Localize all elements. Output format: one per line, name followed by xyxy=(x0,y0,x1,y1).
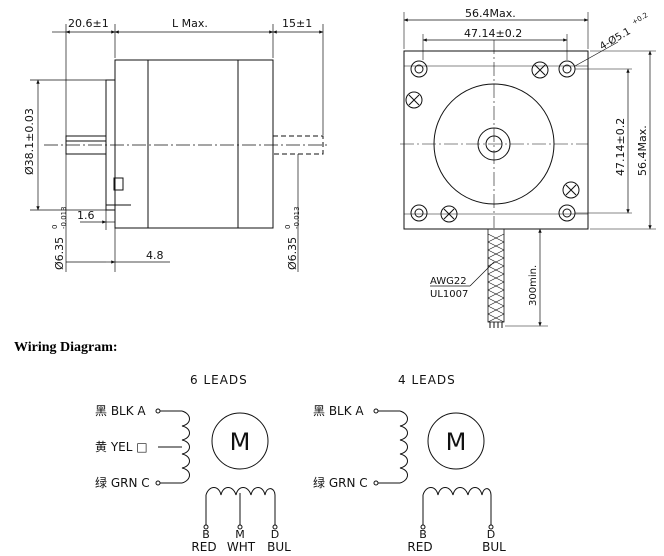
dim-flat: 4.8 xyxy=(146,249,164,262)
six-leads-color-red: RED xyxy=(191,540,216,554)
six-leads-wiring xyxy=(155,408,278,530)
six-leads-color-wht: WHT xyxy=(227,540,256,554)
holes-text: 4-Ø5.1 xyxy=(598,25,633,52)
dim-hole-spacing: 47.14±0.2 xyxy=(464,27,522,40)
four-leads-label-c: 绿 GRN C xyxy=(313,475,368,490)
rear-tol-upper: 0 xyxy=(284,225,292,229)
rear-tol-lower: -0.013 xyxy=(293,206,301,229)
six-leads-color-bul: BUL xyxy=(267,540,291,554)
side-view xyxy=(30,24,330,272)
four-leads-letter-b: B xyxy=(419,528,427,541)
holes-tol: +0.2 xyxy=(631,11,650,26)
motor-body-outline xyxy=(114,59,274,229)
dim-boss-depth: 1.6 xyxy=(77,209,95,222)
lead-length: 300min. xyxy=(528,265,539,306)
front-shaft-dia-text: Ø6.35 xyxy=(53,237,66,270)
six-leads-label-a: 黑 BLK A xyxy=(95,404,146,418)
dim-holes-callout: 4-Ø5.1 +0.2 xyxy=(598,11,650,52)
front-tol-upper: 0 xyxy=(51,225,59,229)
six-leads-motor-label: M xyxy=(230,428,251,456)
six-leads-letter-b: B xyxy=(202,528,210,541)
dim-hole-spacing-vertical: 47.14±0.2 xyxy=(614,118,627,176)
wire-spec: UL1007 xyxy=(430,289,468,300)
dim-rear-shaft: 15±1 xyxy=(282,17,312,30)
dim-front-width: 56.4Max. xyxy=(465,7,516,20)
six-leads-letter-m: M xyxy=(235,528,245,541)
rear-shaft-dia-text: Ø6.35 xyxy=(286,237,299,270)
four-leads-wiring xyxy=(373,408,494,530)
four-leads-motor-circle xyxy=(427,412,485,470)
four-leads-color-red: RED xyxy=(407,540,432,554)
dim-boss-diameter: Ø38.1±0.03 xyxy=(23,108,36,175)
four-leads-title: 4 LEADS xyxy=(398,373,456,387)
screw-heads xyxy=(405,61,580,223)
four-leads-motor-label: M xyxy=(446,428,467,456)
six-leads-motor-circle xyxy=(211,412,269,470)
wiring-diagram-heading: Wiring Diagram: xyxy=(14,340,118,355)
four-leads-letter-d: D xyxy=(487,528,495,541)
six-leads-label-yel: 黄 YEL □ xyxy=(95,440,148,454)
dim-front-shaft-dia: Ø6.35 0 -0.013 xyxy=(51,206,68,270)
four-leads-color-bul: BUL xyxy=(482,540,506,554)
dim-shaft-length: 20.6±1 xyxy=(68,17,109,30)
six-leads-label-c: 绿 GRN C xyxy=(95,475,150,490)
connector-slot xyxy=(113,177,124,191)
front-face-outline xyxy=(403,50,589,230)
dim-body-length: L Max. xyxy=(172,17,208,30)
lead-cable xyxy=(487,228,505,328)
four-leads-label-a: 黑 BLK A xyxy=(313,404,364,418)
dim-front-height: 56.4Max. xyxy=(636,125,649,176)
mounting-holes xyxy=(410,60,576,222)
six-leads-letter-d: D xyxy=(271,528,279,541)
wire-gauge: AWG22 xyxy=(430,276,467,287)
front-view xyxy=(400,12,656,328)
front-tol-lower: -0.013 xyxy=(60,206,68,229)
dim-rear-shaft-dia: Ø6.35 0 -0.013 xyxy=(284,206,301,270)
six-leads-title: 6 LEADS xyxy=(190,373,248,387)
